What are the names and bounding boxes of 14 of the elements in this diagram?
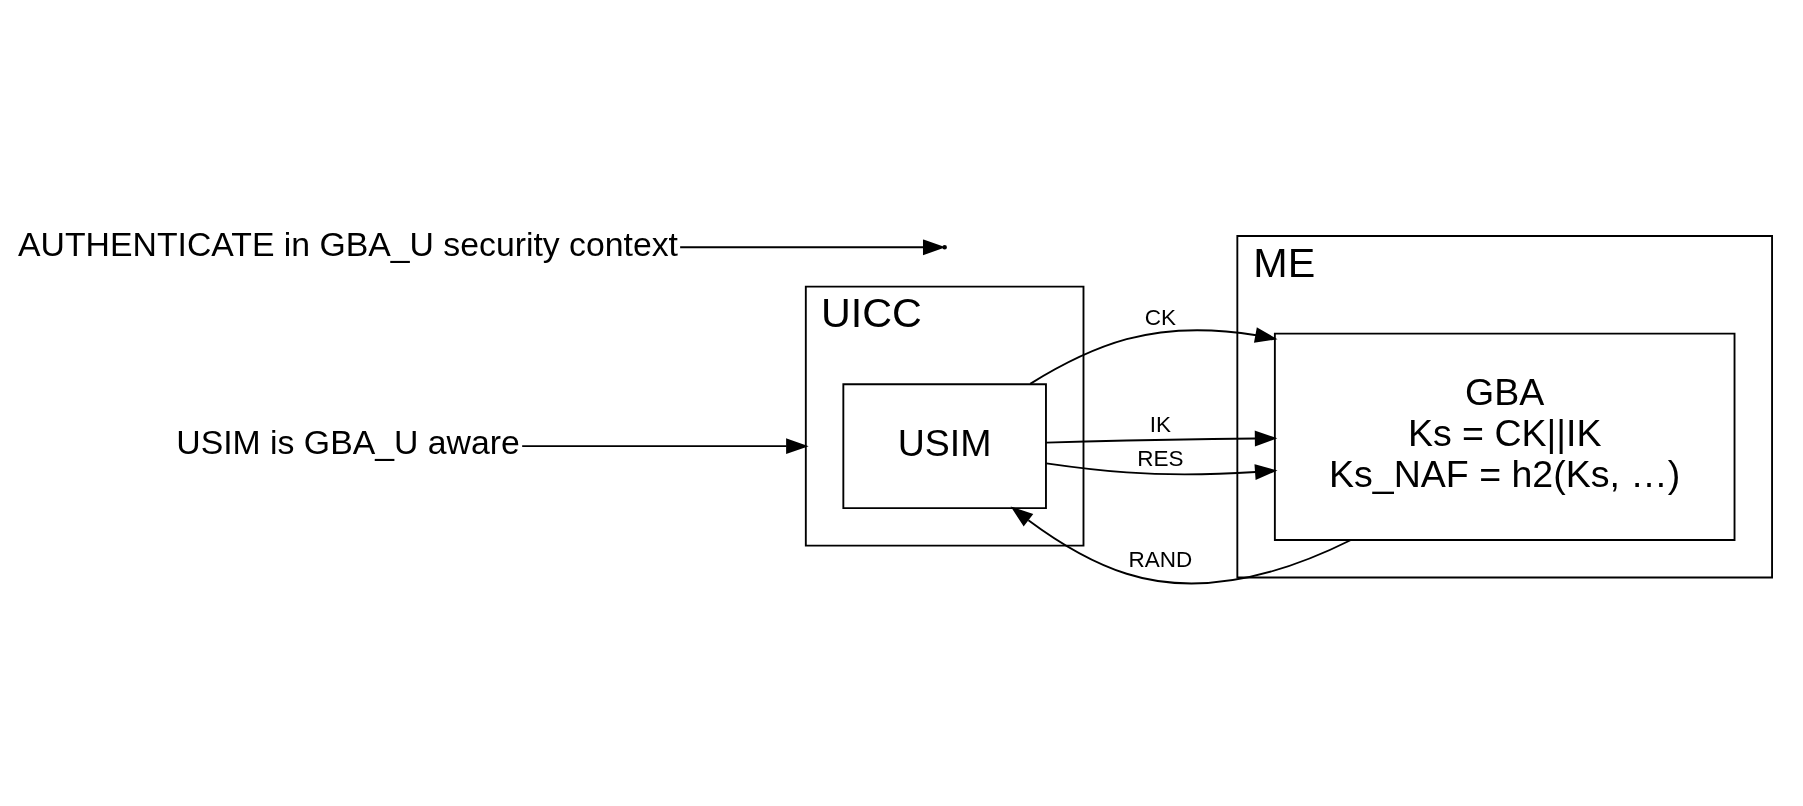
arrow bbox=[521, 438, 809, 455]
arrow bbox=[1029, 327, 1278, 385]
node-text: AUTHENTICATE in GBA_U security context bbox=[18, 224, 678, 263]
arrow bbox=[1010, 506, 1352, 585]
node-box: USIM bbox=[842, 383, 1047, 509]
node-box: GBA Ks = CK||IK Ks_NAF = h2(Ks, …) bbox=[1273, 332, 1736, 541]
arrow bbox=[1045, 462, 1278, 480]
arrow bbox=[1045, 430, 1278, 447]
edge-label: RAND bbox=[1128, 547, 1193, 573]
edge-label: RES bbox=[1137, 446, 1184, 472]
arrow bbox=[679, 239, 946, 256]
node-text: USIM is GBA_U aware bbox=[176, 423, 520, 462]
edge-label: IK bbox=[1149, 412, 1172, 438]
edge-label: CK bbox=[1144, 305, 1177, 331]
